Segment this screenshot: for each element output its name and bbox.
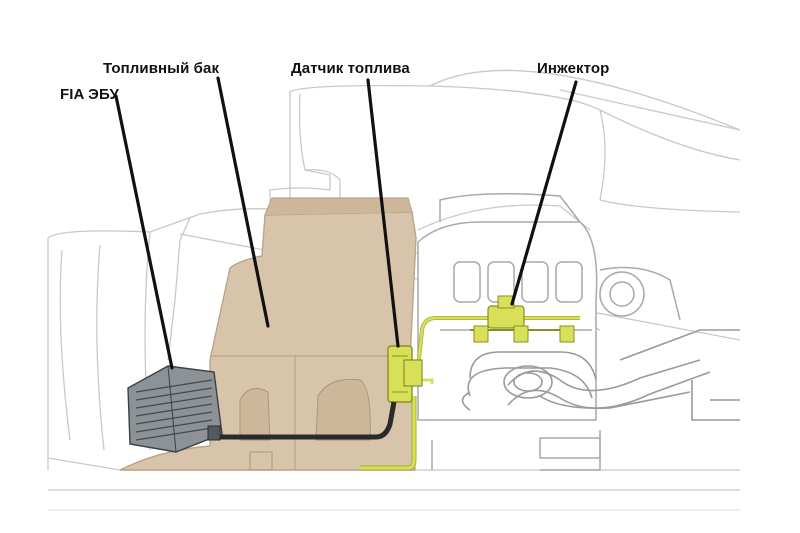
fuel-supply-line <box>360 316 580 471</box>
exhaust-pipes <box>461 329 740 421</box>
ecu-module-icon <box>127 365 223 453</box>
fuel-tank <box>119 197 417 471</box>
label-fuel-tank: Топливный бак <box>103 60 220 77</box>
label-fuel-sensor: Датчик топлива <box>291 60 410 77</box>
label-injector: Инжектор <box>537 60 610 77</box>
leader-fuel-tank <box>216 76 270 328</box>
leader-fuel-sensor <box>366 78 400 348</box>
leader-ecu <box>114 94 174 370</box>
leader-injector <box>510 80 578 306</box>
return-line <box>214 401 397 440</box>
label-fia-ecu: FIA ЭБУ <box>60 86 119 103</box>
leader-lines <box>114 76 578 370</box>
fuel-sensor-icon <box>387 345 423 403</box>
engine-block-icon <box>417 193 681 471</box>
